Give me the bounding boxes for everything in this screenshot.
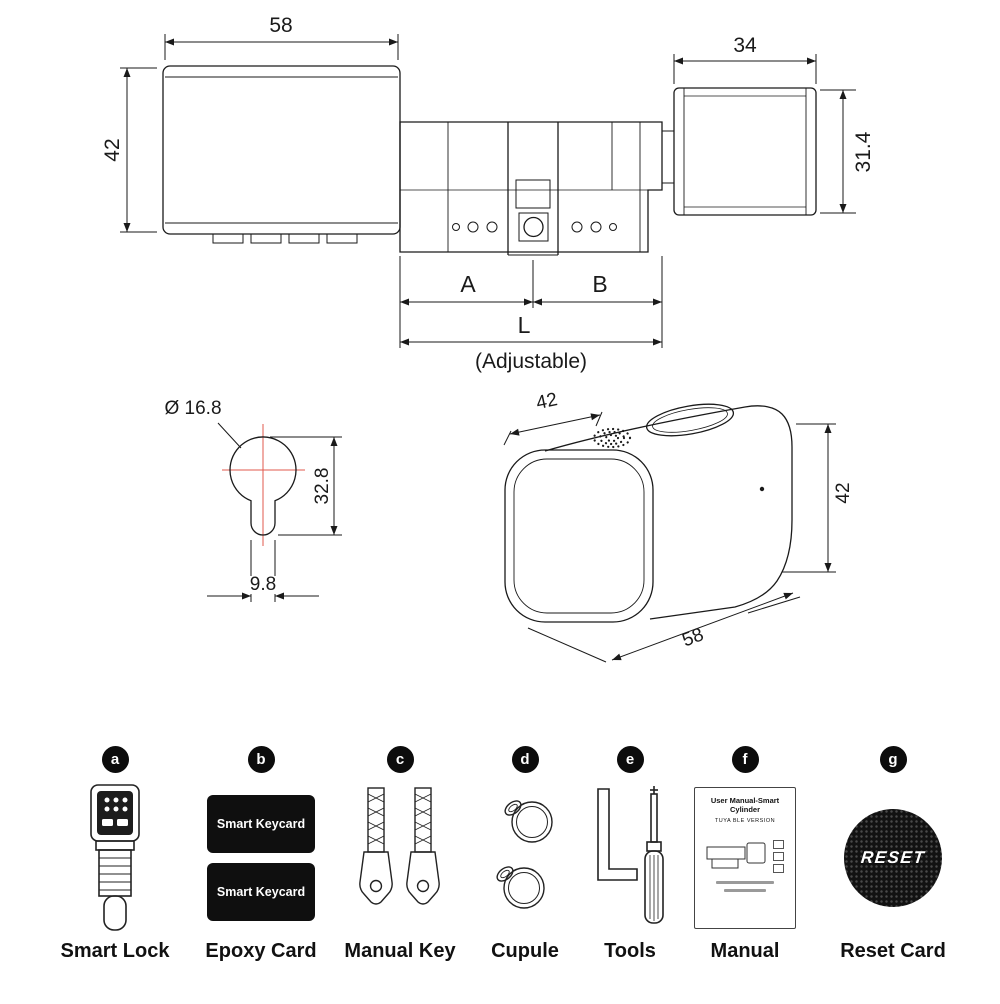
dim-a-b-l <box>399 256 663 348</box>
dim-profile-height-label: 32.8 <box>312 468 333 505</box>
tools-icon <box>578 781 683 935</box>
dim-knob3d-width <box>503 411 603 446</box>
reset-disc: RESET <box>844 809 942 907</box>
knob-body-outline <box>544 405 793 620</box>
dim-b-label: B <box>592 271 607 297</box>
dim-profile-width-label: 9.8 <box>250 574 276 595</box>
knob-front-face-outer <box>504 449 654 623</box>
part-reset-card: g RESET Reset Card <box>808 746 978 963</box>
dim-body-width-label: 58 <box>269 14 292 37</box>
part-letter: b <box>256 751 266 768</box>
keycard-2: Smart Keycard <box>207 863 315 921</box>
keycard-text: Smart Keycard <box>216 885 306 899</box>
part-epoxy-card: b Smart Keycard Smart Keycard Epoxy Card <box>186 746 336 963</box>
dim-knob3d-height <box>782 423 836 573</box>
keycard-text: Smart Keycard <box>216 817 306 831</box>
part-label: Reset Card <box>840 940 946 962</box>
part-label: Smart Lock <box>60 940 170 962</box>
part-label: Cupule <box>491 940 559 962</box>
indicator-dot <box>759 486 765 492</box>
part-letter: d <box>520 751 530 768</box>
manual-keys-icon <box>343 781 458 935</box>
knob-3d-view <box>503 403 836 663</box>
part-letter-badge: f <box>731 746 759 773</box>
knob-front-face-inner <box>513 458 645 614</box>
key-rings-icon <box>478 781 573 935</box>
part-letter-badge: g <box>879 746 907 773</box>
part-letter: f <box>742 751 748 768</box>
reset-card-icon: RESET <box>844 781 942 935</box>
dim-l-label: L <box>518 312 531 338</box>
part-label: Tools <box>604 940 656 962</box>
knob-top-oval <box>645 403 735 437</box>
keycard-1: Smart Keycard <box>207 795 315 853</box>
adjustable-label: (Adjustable) <box>475 350 587 373</box>
manual-text-bar <box>716 881 774 884</box>
part-letter-badge: e <box>616 746 644 773</box>
part-letter-badge: b <box>247 746 275 773</box>
dim-knob3d-height-label: 42 <box>833 482 854 503</box>
part-label: Manual Key <box>344 940 456 962</box>
manual-text-bar <box>724 889 766 892</box>
part-letter: a <box>110 751 120 768</box>
part-letter: e <box>625 751 635 768</box>
manual-booklet: User Manual-Smart Cylinder TUYA BLE VERS… <box>694 787 796 929</box>
speaker-dots <box>592 427 632 449</box>
dim-knob3d-depth <box>527 592 801 663</box>
diameter-leader <box>217 422 242 449</box>
dim-knob-width <box>673 54 817 84</box>
dim-profile-diameter-label: Ø 16.8 <box>164 398 221 419</box>
dim-body-width <box>164 34 399 60</box>
part-letter-badge: a <box>101 746 129 773</box>
dim-body-height <box>120 67 157 233</box>
dim-profile-height <box>270 436 342 536</box>
part-manual-key: c <box>320 746 480 963</box>
side-view <box>120 34 856 348</box>
manual-subtitle: TUYA BLE VERSION <box>714 818 776 824</box>
dim-profile-width <box>207 540 319 602</box>
part-tools: e <box>570 746 690 963</box>
part-manual: f User Manual-Smart Cylinder TUYA BLE VE… <box>680 746 810 963</box>
manual-icon-boxes <box>773 839 784 873</box>
dim-body-height-label: 42 <box>101 138 124 161</box>
package-contents: a <box>0 746 1000 982</box>
dim-knob-height-label: 31.4 <box>852 131 875 172</box>
dim-knob3d-width-label: 42 <box>534 389 559 414</box>
dim-a-label: A <box>460 271 476 297</box>
technical-drawing: 58 42 34 31.4 A B L (Adjustable) Ø 16.8 … <box>101 14 875 663</box>
dim-knob3d-depth-label: 58 <box>679 624 706 651</box>
side-view-knob <box>661 87 817 216</box>
manual-cylinder-sketch <box>706 842 766 869</box>
screwdriver <box>643 786 664 924</box>
epoxy-cards-icon: Smart Keycard Smart Keycard <box>207 781 315 935</box>
part-label: Epoxy Card <box>205 940 317 962</box>
manual-title: User Manual-Smart Cylinder <box>710 796 780 814</box>
manual-figure <box>706 836 784 876</box>
euro-profile-outline <box>229 436 297 536</box>
part-cupule: d <box>465 746 585 963</box>
side-view-body <box>162 65 401 244</box>
part-letter: g <box>888 751 898 768</box>
part-letter-badge: c <box>386 746 414 773</box>
part-label: Manual <box>710 940 780 962</box>
dim-knob-height <box>820 89 856 214</box>
profile-view <box>207 422 342 602</box>
manual-booklet-icon: User Manual-Smart Cylinder TUYA BLE VERS… <box>694 781 796 935</box>
smart-lock-icon <box>70 781 160 935</box>
part-letter: c <box>395 751 405 768</box>
allen-key <box>596 788 638 881</box>
part-smart-lock: a <box>40 746 190 963</box>
reset-text: RESET <box>859 848 927 867</box>
side-view-barrel <box>399 121 663 256</box>
part-letter-badge: d <box>511 746 539 773</box>
dim-knob-width-label: 34 <box>733 34 757 57</box>
